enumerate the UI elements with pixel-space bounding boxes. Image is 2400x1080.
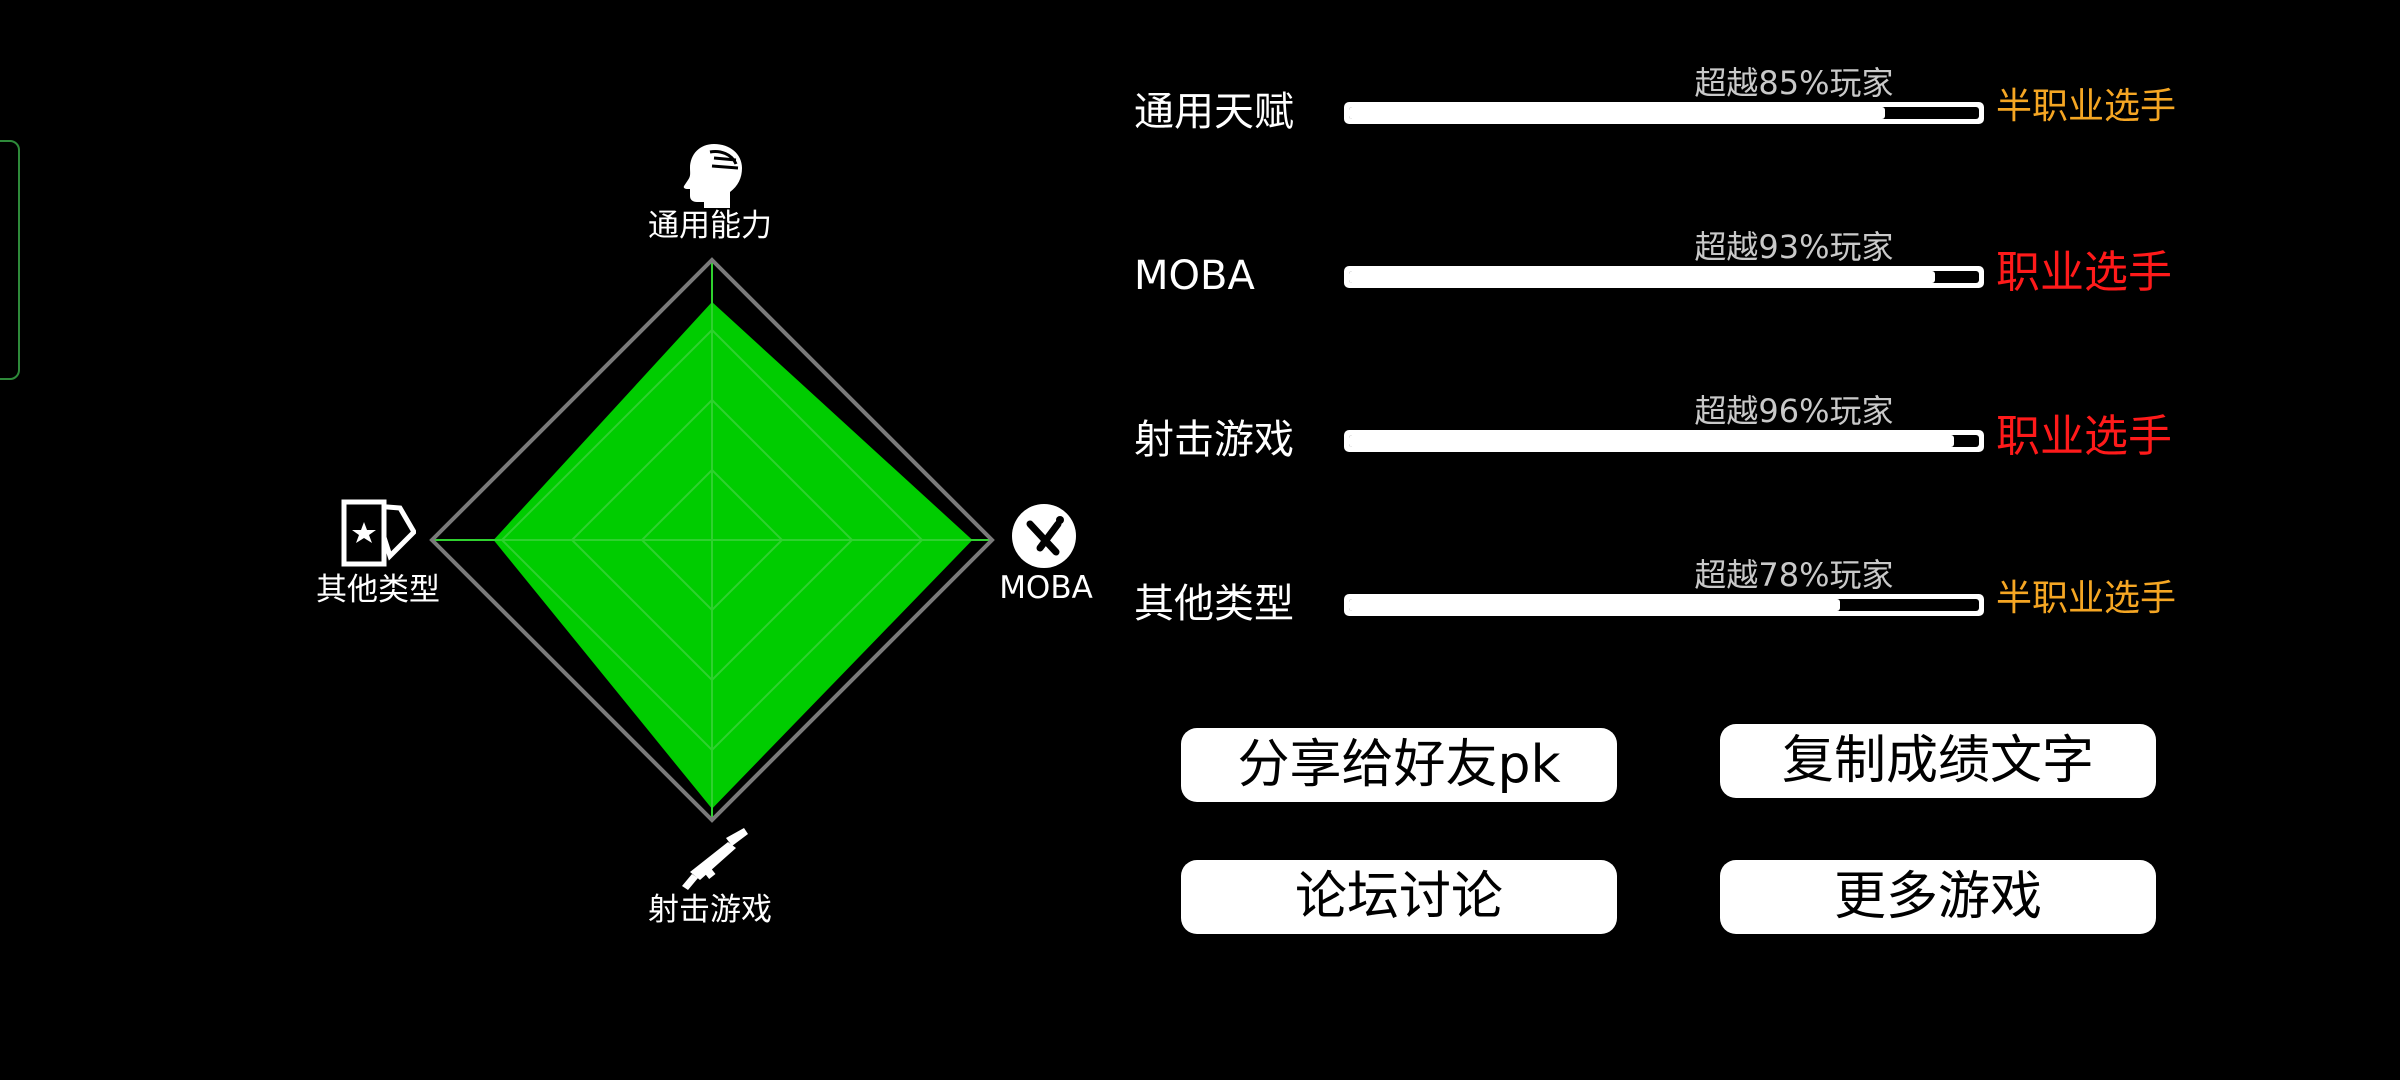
- exceed-text: 超越85%玩家: [1694, 64, 1894, 102]
- axis-label-other: 其他类型: [316, 572, 440, 608]
- rank-text: 半职业选手: [1996, 86, 2177, 127]
- progress-bar: [1344, 594, 1984, 616]
- exceed-text: 超越93%玩家: [1694, 228, 1894, 266]
- progress-bar-fill: [1349, 599, 1841, 611]
- head-silhouette-icon: [683, 144, 742, 208]
- star-cards-icon: [341, 499, 416, 567]
- radar-chart: [429, 257, 995, 823]
- side-panel-edge: [0, 140, 20, 380]
- share-pk-button[interactable]: 分享给好友pk: [1181, 728, 1617, 802]
- crossed-swords-icon: [1012, 504, 1076, 568]
- rank-text: 职业选手: [1996, 411, 2172, 462]
- copy-result-button[interactable]: 复制成绩文字: [1720, 724, 2156, 798]
- axis-label-general: 通用能力: [648, 208, 772, 244]
- score-row-general: 超越85%玩家 通用天赋 半职业选手: [1134, 64, 2254, 174]
- progress-bar: [1344, 102, 1984, 124]
- exceed-text: 超越96%玩家: [1694, 392, 1894, 430]
- rifle-icon: [682, 828, 748, 890]
- score-row-moba: 超越93%玩家 MOBA 职业选手: [1134, 228, 2254, 338]
- row-label: 射击游戏: [1134, 417, 1294, 463]
- score-row-shooter: 超越96%玩家 射击游戏 职业选手: [1134, 392, 2254, 502]
- forum-button[interactable]: 论坛讨论: [1181, 860, 1617, 934]
- row-label: MOBA: [1134, 253, 1255, 299]
- row-label: 通用天赋: [1134, 89, 1294, 135]
- progress-bar-fill: [1349, 107, 1885, 119]
- progress-bar-fill: [1349, 271, 1935, 283]
- rank-text: 职业选手: [1996, 247, 2172, 298]
- progress-bar: [1344, 430, 1984, 452]
- progress-bar-fill: [1349, 435, 1954, 447]
- axis-label-shooter: 射击游戏: [648, 892, 772, 928]
- more-games-button[interactable]: 更多游戏: [1720, 860, 2156, 934]
- row-label: 其他类型: [1134, 581, 1294, 627]
- score-row-other: 超越78%玩家 其他类型 半职业选手: [1134, 556, 2254, 666]
- radar-score-area: [493, 302, 973, 809]
- axis-label-moba: MOBA: [999, 570, 1093, 606]
- rank-text: 半职业选手: [1996, 578, 2177, 619]
- exceed-text: 超越78%玩家: [1694, 556, 1894, 594]
- progress-bar: [1344, 266, 1984, 288]
- radar-outline: [429, 257, 995, 823]
